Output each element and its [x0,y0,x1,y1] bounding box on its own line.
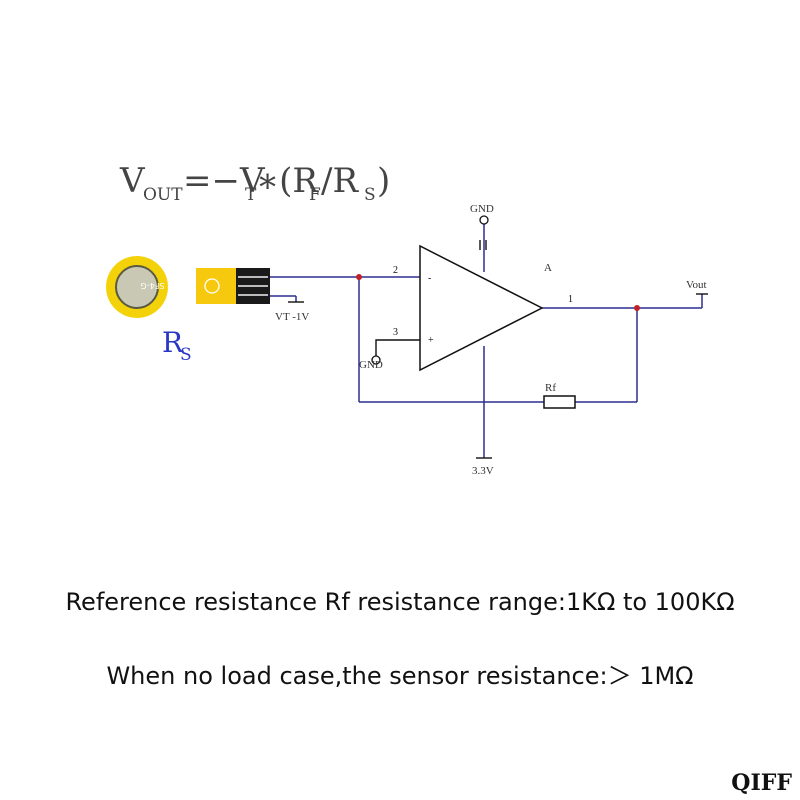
sensor-pad [115,265,159,309]
formula-slash: /R [321,161,359,201]
formula-close: ) [377,161,390,201]
inverting-sign: - [428,273,431,284]
pin-3-label: 3 [393,327,398,338]
formula-sub-s: S [364,185,376,205]
amp-label: A [544,262,552,274]
rf-label: Rf [545,382,556,394]
pin-1-label: 1 [568,294,573,305]
junction-dot-left [356,274,362,280]
formula-sub-t: T [245,185,257,205]
description-sensor-resistance: When no load case,the sensor resistance:… [106,662,694,690]
force-sensor: PEN SF4-G [106,256,270,318]
formula-sub-out: OUT [143,185,183,205]
gnd-top-icon [479,215,489,225]
gnd-left-label: GND [359,359,383,371]
pin-2-label: 2 [393,265,398,276]
sensor-logo-icon [204,278,220,294]
watermark-logo: QIFF [731,770,792,796]
formula-eq: =−V [183,161,266,201]
formula-v: V [119,161,146,201]
rf-resistor [543,395,576,409]
junction-dot-right [634,305,640,311]
vt-label: VT -1V [275,311,309,323]
opamp-symbol [419,244,544,372]
wire-noninverting-gnd [375,339,420,356]
rs-label: R S [162,326,192,365]
wires [270,224,708,459]
gnd-top-label: GND [470,203,494,215]
sensor-strip-text: PEN SF4-G [140,281,183,290]
vout-label: Vout [686,279,707,291]
rs-label-r: R [162,326,184,359]
noninverting-sign: + [428,335,434,346]
formula: V OUT =−V T ∗(R F /R S ) [119,161,390,205]
gnd-left-icon [371,355,381,365]
formula-mul-open: ∗(R [256,161,319,201]
description-rf-range: Reference resistance Rf resistance range… [65,588,735,616]
rs-label-s: S [180,345,192,365]
supply-label: 3.3V [472,465,494,477]
formula-sub-f: F [309,185,321,205]
